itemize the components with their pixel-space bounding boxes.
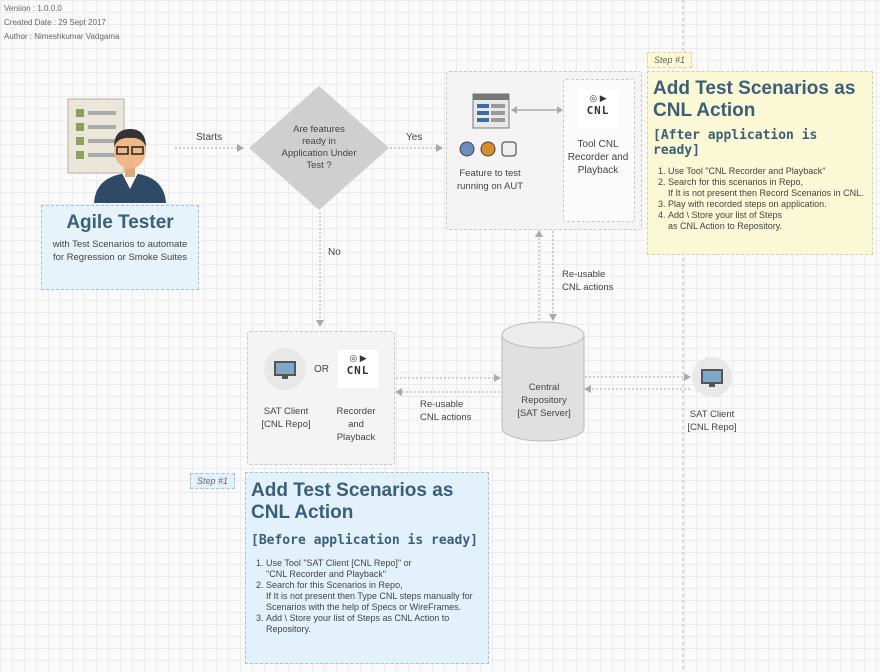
step-after-tag: Step #1	[647, 52, 693, 68]
edge-label-reusable-bottom: Re-usable CNL actions	[420, 399, 472, 423]
list-item: Add \ Store your list of Steps as CNL Ac…	[668, 210, 872, 232]
list-item: Use Tool "CNL Recorder and Playback"	[668, 166, 872, 177]
edge-label-no: No	[328, 247, 341, 258]
browser-icons	[459, 140, 523, 163]
step-after-title: Add Test Scenarios as CNL Action	[653, 78, 856, 121]
document-icon	[67, 98, 125, 174]
recorder-label: Recorder and Playback	[336, 406, 376, 443]
list-item: Play with recorded steps on application.	[668, 199, 872, 210]
double-arrow-icon	[511, 106, 563, 114]
actor-card: Agile Tester with Test Scenarios to auto…	[41, 205, 199, 290]
step-card-before: Add Test Scenarios as CNL Action [Before…	[245, 472, 489, 664]
agile-tester-illustration	[62, 95, 170, 203]
cnl-tool-icon: ◎ ▶ CNL	[578, 90, 618, 128]
list-item: Search for this scenarios in Repo, If It…	[668, 177, 872, 199]
step-card-after: Add Test Scenarios as CNL Action [After …	[647, 71, 873, 255]
decision-text: Are features ready in Application Under …	[281, 124, 357, 171]
step-after-list: Use Tool "CNL Recorder and Playback" Sea…	[654, 166, 872, 232]
list-item: Add \ Store your list of Steps as CNL Ac…	[266, 613, 488, 635]
step-before-subtitle: [Before application is ready]	[251, 533, 478, 548]
app-window-icon	[471, 92, 511, 137]
cnl-tool-icon: ◎ ▶ CNL	[338, 350, 378, 388]
step-before-list: Use Tool "SAT Client [CNL Repo]" or "CNL…	[252, 558, 488, 635]
person-icon	[94, 129, 166, 203]
or-text: OR	[314, 364, 329, 375]
aut-tool-label: Tool CNL Recorder and Playback	[567, 139, 629, 176]
monitor-icon	[264, 348, 306, 390]
central-repo-label: Central Repository [SAT Server]	[517, 382, 571, 419]
cnl-glyph: CNL	[586, 104, 610, 117]
author-text: Author : Nimeshkumar Vadgama	[4, 32, 120, 41]
edge-label-starts: Starts	[196, 132, 223, 143]
edge-label-reusable-top: Re-usable CNL actions	[562, 269, 614, 293]
aut-feature-label: Feature to test running on AUT	[456, 168, 523, 192]
list-item: Search for this Scenarios in Repo, If It…	[266, 580, 488, 613]
cnl-glyph: CNL	[346, 364, 370, 377]
list-item: Use Tool "SAT Client [CNL Repo]" or "CNL…	[266, 558, 488, 580]
step-before-tag: Step #1	[190, 473, 236, 489]
step-after-subtitle: [After application is ready]	[653, 128, 818, 158]
created-date-text: Created Date : 29 Sept 2017	[4, 18, 106, 27]
step-before-title: Add Test Scenarios as CNL Action	[251, 480, 454, 523]
decision-diamond	[249, 86, 389, 210]
right-sat-client-label: SAT Client [CNL Repo]	[687, 409, 737, 433]
version-text: Version : 1.0.0.0	[4, 4, 62, 13]
actor-description: with Test Scenarios to automate for Regr…	[52, 239, 188, 263]
database-icon	[501, 321, 585, 442]
actor-title: Agile Tester	[66, 212, 174, 233]
monitor-icon	[692, 357, 732, 397]
sat-client-label: SAT Client [CNL Repo]	[261, 406, 311, 430]
edge-label-yes: Yes	[406, 132, 423, 143]
